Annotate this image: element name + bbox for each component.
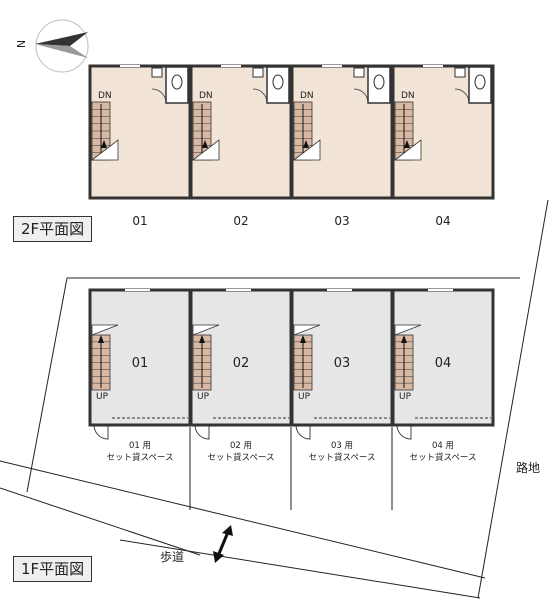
- floor1-unit-03: UP: [290, 288, 394, 440]
- floor1-stair-landing-04: [394, 324, 422, 336]
- floor2-unit-02: DN: [189, 64, 293, 200]
- floor1-stair-arrow-04: [401, 335, 407, 343]
- floor2-unit-03: DN: [290, 64, 394, 200]
- floor2-stair-arrow-04: [404, 140, 410, 148]
- floor1-entry-door-03: [295, 424, 311, 440]
- floor2-units: DN DN DN DN: [88, 64, 495, 200]
- floor1-units: UP UP UP UP: [88, 288, 495, 440]
- floor2-toilet-door-01: [151, 88, 167, 104]
- road-label: 路地: [516, 460, 540, 475]
- floor2-toilet-door-03: [353, 88, 369, 104]
- floor1-unit-01: UP: [88, 288, 192, 440]
- floor2-stair-landing-02: [191, 139, 220, 161]
- floor2-stair-label-01: DN: [98, 91, 112, 101]
- floor2-unit-04: DN: [391, 64, 495, 200]
- parking-label-01-line2: セット貸スペース: [107, 452, 174, 463]
- floor2-stair-label-03: DN: [300, 91, 314, 101]
- parking-label-03-line2: セット貸スペース: [309, 452, 376, 463]
- parking-dividers: [189, 427, 393, 510]
- floor2-stair-landing-04: [393, 139, 422, 161]
- parking-label-01-line1: 01 用: [129, 441, 151, 451]
- floor2-unit-label-02: 02: [233, 214, 248, 228]
- floor1-stair-landing-01: [91, 324, 119, 336]
- floor1-title: 1F平面図: [13, 556, 93, 582]
- sink-icon: [454, 67, 466, 78]
- sink-icon: [353, 67, 365, 78]
- parking-label-02-line1: 02 用: [230, 441, 252, 451]
- site-line-sidewalk-lower: [0, 487, 201, 556]
- floor2-unit-label-01: 01: [132, 214, 147, 228]
- floor1-stair-arrow-01: [98, 335, 104, 343]
- sidewalk-label: 歩道: [160, 549, 184, 564]
- sink-icon: [252, 67, 264, 78]
- floor2-stair-label-02: DN: [199, 91, 213, 101]
- toilet-icon: [272, 74, 284, 90]
- sidewalk-direction-arrow-icon: [213, 525, 233, 563]
- site-line-sidewalk-front: [119, 539, 481, 599]
- floor2-stair-landing-01: [90, 139, 119, 161]
- floor2-stair-arrow-03: [303, 140, 309, 148]
- site-line-left: [26, 277, 68, 493]
- site-line-road-edge: [477, 199, 549, 599]
- compass: N: [14, 19, 89, 73]
- floor2-stair-landing-03: [292, 139, 321, 161]
- parking-label-02-line2: セット貸スペース: [208, 452, 275, 463]
- floor2-toilet-door-02: [252, 88, 268, 104]
- floor2-stair-arrow-02: [202, 140, 208, 148]
- floor1-stair-label-04: UP: [399, 392, 412, 402]
- floor1-entry-door-02: [194, 424, 210, 440]
- floor1-unit-label-01: 01: [132, 356, 149, 371]
- floor2-stair-arrow-01: [101, 140, 107, 148]
- floor1-unit-label-02: 02: [233, 356, 250, 371]
- floor1-entry-door-04: [396, 424, 412, 440]
- floor1-stair-landing-02: [192, 324, 220, 336]
- toilet-icon: [373, 74, 385, 90]
- toilet-icon: [171, 74, 183, 90]
- floor1-entry-door-01: [93, 424, 109, 440]
- floor2-unit-label-03: 03: [334, 214, 349, 228]
- floor1-stair-landing-03: [293, 324, 321, 336]
- parking-label-04-line1: 04 用: [432, 441, 454, 451]
- parking-label-03-line1: 03 用: [331, 441, 353, 451]
- floor1-stair-arrow-03: [300, 335, 306, 343]
- compass-needle-dark: [35, 32, 88, 46]
- toilet-icon: [474, 74, 486, 90]
- floor2-unit-01: DN: [88, 64, 192, 200]
- floor1-stair-label-02: UP: [197, 392, 210, 402]
- floor1-stair-label-01: UP: [96, 392, 109, 402]
- floor2-unit-label-04: 04: [435, 214, 450, 228]
- floor2-stair-label-04: DN: [401, 91, 415, 101]
- floor2-toilet-door-04: [454, 88, 470, 104]
- floor1-unit-label-03: 03: [334, 356, 351, 371]
- floor1-unit-04: UP: [391, 288, 495, 440]
- compass-north-label: N: [14, 40, 27, 48]
- floor1-unit-label-04: 04: [435, 356, 452, 371]
- compass-needle-light: [35, 44, 88, 58]
- site-line-sidewalk-upper: [0, 460, 486, 579]
- floor1-stair-arrow-02: [199, 335, 205, 343]
- sink-icon: [151, 67, 163, 78]
- floor2-title: 2F平面図: [13, 216, 93, 242]
- parking-label-04-line2: セット貸スペース: [410, 452, 477, 463]
- site-boundary: [0, 199, 549, 599]
- floor1-stair-label-03: UP: [298, 392, 311, 402]
